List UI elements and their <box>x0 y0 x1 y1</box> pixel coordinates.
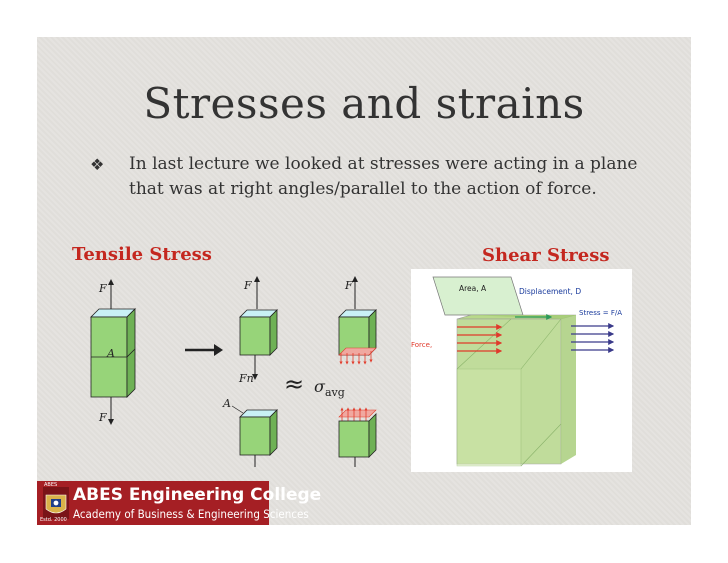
bullet-text: In last lecture we looked at stresses we… <box>129 154 638 199</box>
approx-symbol: ≈ <box>284 370 304 398</box>
estd-label: Estd. 2000 <box>40 517 67 523</box>
area-label: Area, A <box>459 284 487 293</box>
middle-upper-block <box>239 276 278 380</box>
diamond-bullet-icon: ❖ <box>90 155 105 174</box>
college-subtitle: Academy of Business & Engineering Scienc… <box>73 507 309 521</box>
college-logo-banner: ABES ABES Engineering College Academy of… <box>37 481 321 525</box>
tensile-stress-label: Tensile Stress <box>72 244 212 265</box>
slide: Stresses and strains ❖ In last lecture w… <box>37 37 691 525</box>
bullet-point: ❖ In last lecture we looked at stresses … <box>90 152 650 202</box>
slide-title: Stresses and strains <box>143 79 585 128</box>
shear-stress-diagram: Area, A Displacement, D Stress = F/A For… <box>411 269 632 472</box>
force-label-top-left: F <box>98 282 107 295</box>
middle-lower-block <box>231 405 278 467</box>
full-bar-block <box>90 279 136 425</box>
shear-stress-label: Shear Stress <box>482 245 610 266</box>
tensile-stress-diagram: F F A F Fn A F ≈ σ avg <box>90 276 377 467</box>
emblem-text: ABES <box>44 482 58 488</box>
force-label-mid-top: F <box>243 279 252 292</box>
force-label: Force, <box>411 341 432 349</box>
area-label-left: A <box>106 347 115 360</box>
force-label-bottom-left: F <box>98 411 107 424</box>
right-upper-block <box>338 276 377 365</box>
college-emblem-icon <box>43 487 69 519</box>
stress-formula-label: Stress = F/A <box>579 309 622 317</box>
college-name: ABES Engineering College <box>73 485 322 505</box>
sigma-symbol: σ <box>314 377 326 396</box>
right-lower-block <box>338 407 377 467</box>
avg-subscript: avg <box>325 386 345 399</box>
area-label-mid: A <box>222 397 231 410</box>
displacement-label: Displacement, D <box>519 287 581 296</box>
force-label-right-top: F <box>344 279 353 292</box>
normal-force-label: Fn <box>238 372 254 385</box>
